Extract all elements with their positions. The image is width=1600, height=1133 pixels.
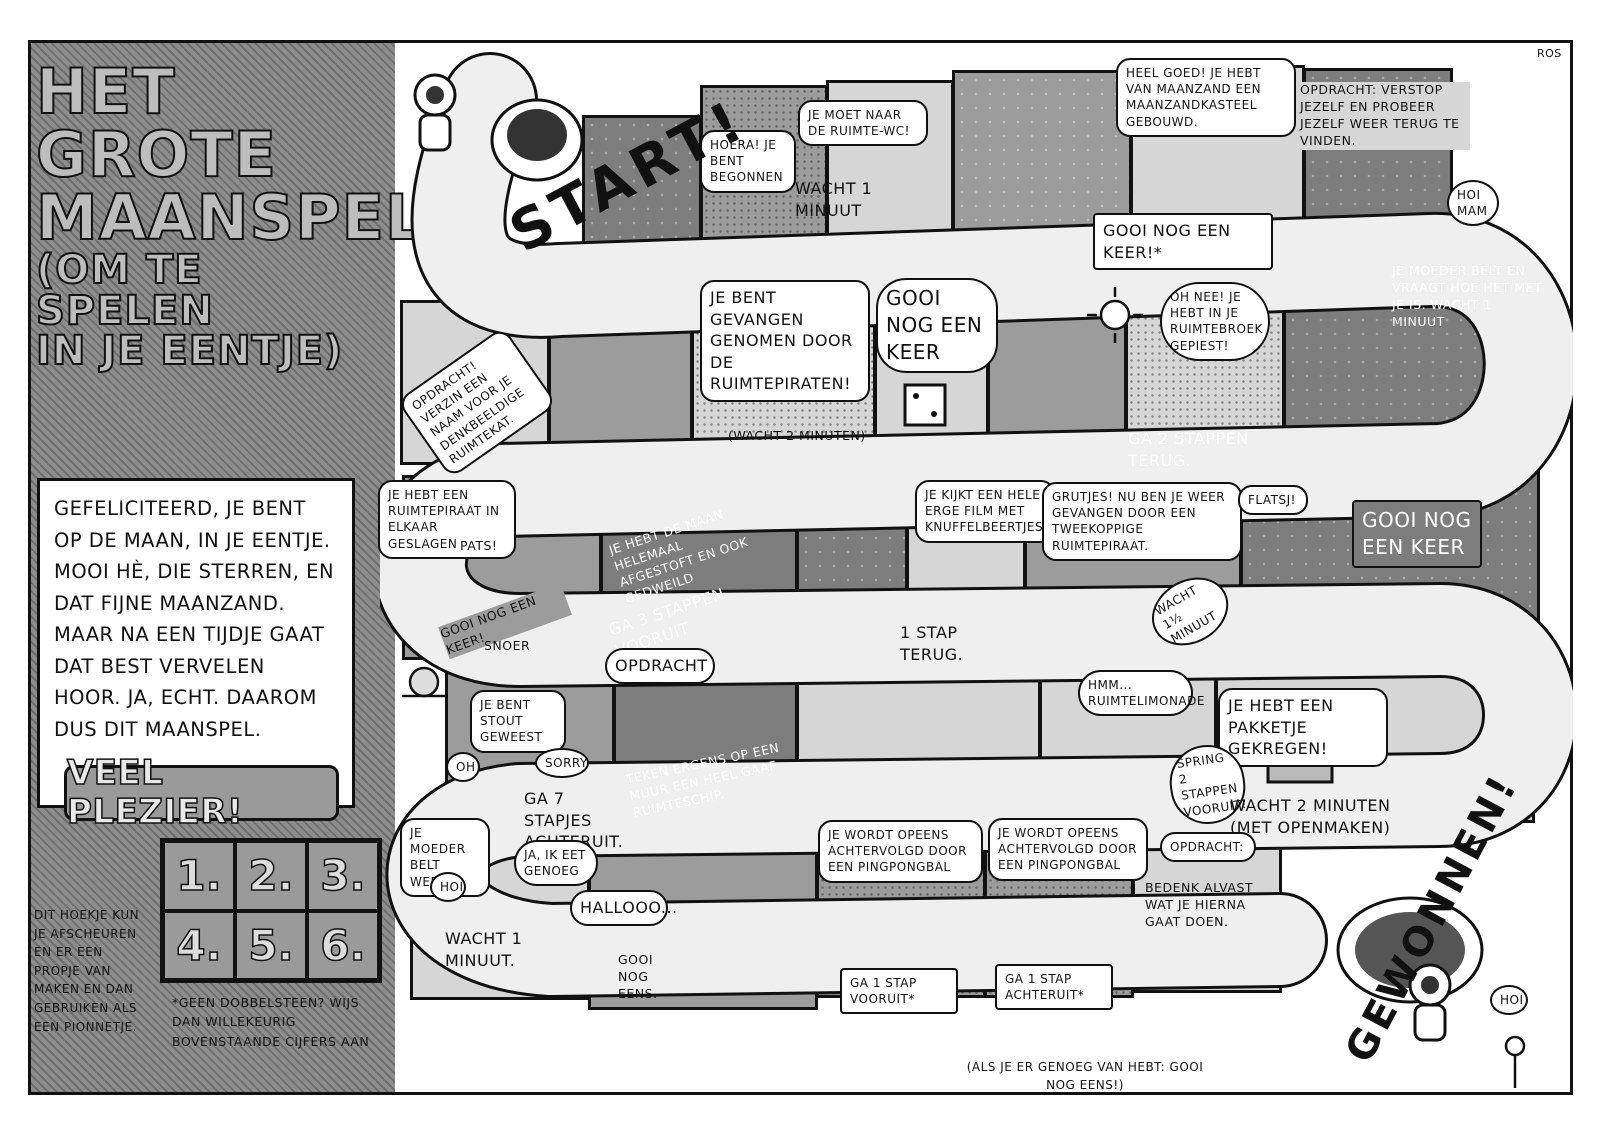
row5-sq1-ja: Ja, ik eet genoeg	[514, 840, 598, 887]
bottom-note: (Als je er genoeg van hebt: gooi nog een…	[966, 1060, 1204, 1092]
astronaut-start-icon	[413, 73, 457, 152]
title-line-4: IN JE EENTJE)	[35, 328, 344, 375]
dice-number-grid: 1. 2. 3. 4. 5. 6.	[160, 838, 382, 983]
astronaut-icon	[1408, 963, 1452, 1042]
row2-sq3-bubble: Je bent gevangen genomen door de ruimtep…	[700, 280, 870, 402]
row1-sq4-bubble: Heel goed! Je hebt van maanzand een maan…	[1116, 58, 1296, 137]
row2-sq6-label: Ga 2 stappen terug.	[1128, 429, 1249, 470]
game-title: HET GROTE MAANSPEL (OM TE SPELEN IN JE E…	[35, 55, 426, 375]
row3-sq1-snoer: snoer	[484, 638, 531, 653]
row4-sq5-bubble: Je hebt een pakketje gekregen!	[1218, 688, 1388, 767]
row3-sq1-pats: PATS!	[460, 538, 498, 553]
title-line-2: MAANSPEL	[35, 181, 426, 255]
row5-sq3-bubble: Je wordt opeens achtervolgd door een pin…	[818, 820, 983, 883]
row3-sq5-bubble: Grutjes! Nu ben je weer gevangen door ee…	[1042, 482, 1242, 561]
row3-sq4-bubble: Je kijkt een hele erge film met knuffelb…	[915, 480, 1055, 543]
row4-sq1-sorry: Sorry	[535, 748, 589, 779]
title-line-1: HET GROTE	[35, 55, 277, 192]
dice-icon	[903, 383, 947, 427]
row5-sq2-bubble: Hallooo...	[570, 890, 677, 926]
row2-sq6-bubble: Oh nee! Je hebt in je ruimtebroek gepies…	[1160, 282, 1270, 361]
row5-sq4-label: Ga 1 stap achteruit*	[995, 964, 1113, 1011]
end-hoi-bubble: Hoi	[1490, 985, 1528, 1016]
row3-sq6-flatsj: FLATSJ!	[1238, 485, 1308, 516]
dice-cell-1[interactable]: 1.	[163, 841, 235, 911]
row1-sq6-bubble: Hoi mam	[1447, 180, 1499, 227]
row4-sq2-bubble: Opdracht	[605, 648, 715, 684]
plezier-banner: VEEL PLEZIER!	[64, 753, 339, 832]
sun-icon	[1087, 287, 1143, 343]
row4-sq5-label: Wacht 2 minuten (met openmaken)	[1230, 796, 1391, 837]
dice-cell-6[interactable]: 6.	[307, 910, 379, 980]
title-line-3: (OM TE SPELEN	[35, 246, 214, 334]
row4-sq4-bubble: Hmm... ruimtelimonade	[1078, 670, 1204, 717]
dice-cell-2[interactable]: 2.	[235, 841, 307, 911]
row5-sq5-label: Bedenk alvast wat je hierna gaat doen.	[1145, 880, 1254, 929]
row3-sq4-label: 1 stap terug.	[900, 623, 964, 664]
row1-sq4-sign: Gooi nog een keer!*	[1093, 213, 1273, 271]
dice-cell-5[interactable]: 5.	[235, 910, 307, 980]
board-frame	[28, 40, 1573, 1095]
row2-sq3-label: (Wacht 2 minuten)	[728, 428, 866, 443]
row5-sq1-label: Wacht 1 minuut.	[445, 929, 523, 970]
snail-icon	[402, 666, 446, 698]
row5-sq1-hoi: Hoi	[430, 872, 466, 903]
row5-sq5-bubble: Opdracht:	[1160, 832, 1256, 863]
row1-sq6-label: Je moeder belt en vraagt hoe het met je …	[1392, 263, 1543, 329]
row1-sq5-label: Opdracht: verstop jezelf en probeer jeze…	[1300, 82, 1470, 150]
intro-text: Gefeliciteerd, je bent op de maan, in je…	[37, 478, 355, 808]
row1-sq1-bubble: Hoera! Je bent begonnen	[700, 130, 796, 193]
row3-sq6-sign: Gooi nog een keer	[1352, 500, 1482, 568]
dice-cell-3[interactable]: 3.	[307, 841, 379, 911]
row1-sq2-bubble: Je moet naar de ruimte-wc!	[798, 100, 928, 147]
row4-sq1-bubble: Je bent stout geweest	[470, 690, 566, 753]
start-hole-icon	[490, 98, 584, 182]
tear-off-corner-note[interactable]: Dit hoekje kun je afscheuren en er een p…	[34, 908, 140, 1034]
row5-sq4-bubble: Je wordt opeens achtervolgd door een pin…	[988, 818, 1148, 881]
row4-sq1-oh: Oh	[446, 752, 480, 783]
dice-note: *Geen dobbelsteen? Wijs dan willekeurig …	[172, 995, 370, 1049]
dice-cell-4[interactable]: 4.	[163, 910, 235, 980]
row2-sq4-bubble: Gooi nog een keer	[876, 278, 998, 373]
row5-sq3-label: Ga 1 stap vooruit*	[840, 968, 958, 1015]
flower-icon	[1504, 1035, 1526, 1088]
artist-signature: ROS	[1537, 47, 1562, 60]
row1-sq2-label: Wacht 1 minuut	[795, 179, 873, 220]
row5-sq2-gooi: Gooi nog eens.	[618, 952, 658, 1001]
row3-sq1-bubble: Je hebt een ruimtepiraat in elkaar gesla…	[378, 480, 516, 559]
